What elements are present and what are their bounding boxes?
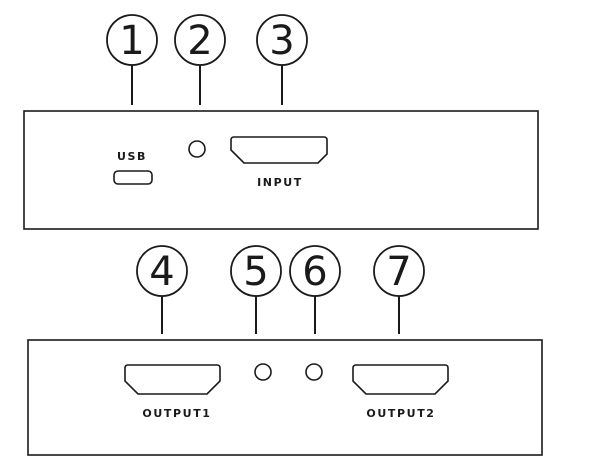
callout-1-number: 1 [119,18,144,64]
callout-7-number: 7 [386,249,411,295]
callout-4-number: 4 [149,249,174,295]
callout-2-number: 2 [187,18,212,64]
callout-6-number: 6 [302,249,327,295]
callout-4: 4 [136,245,188,334]
output2-label: OUTPUT2 [366,407,435,420]
output1-label: OUTPUT1 [142,407,211,420]
hdmi-output2-port [352,364,449,395]
hdmi-input-port [230,136,328,164]
callout-7: 7 [373,245,425,334]
top-indicator-led [188,140,206,158]
top-panel [23,110,539,230]
output1-indicator-led [254,363,272,381]
callout-1: 1 [106,14,158,105]
callout-3-number: 3 [269,18,294,64]
hdmi-output1-port [124,364,221,395]
bottom-callouts: 4 5 6 7 [136,245,425,334]
callout-3: 3 [256,14,308,105]
callout-2: 2 [174,14,226,105]
top-callouts: 1 2 3 [106,14,308,105]
bottom-panel [27,339,543,456]
usb-label: USB [117,150,147,163]
callout-5-number: 5 [243,249,268,295]
callout-6: 6 [289,245,341,334]
micro-usb-port [113,170,153,185]
output2-indicator-led [305,363,323,381]
input-label: INPUT [257,176,303,189]
callout-5: 5 [230,245,282,334]
